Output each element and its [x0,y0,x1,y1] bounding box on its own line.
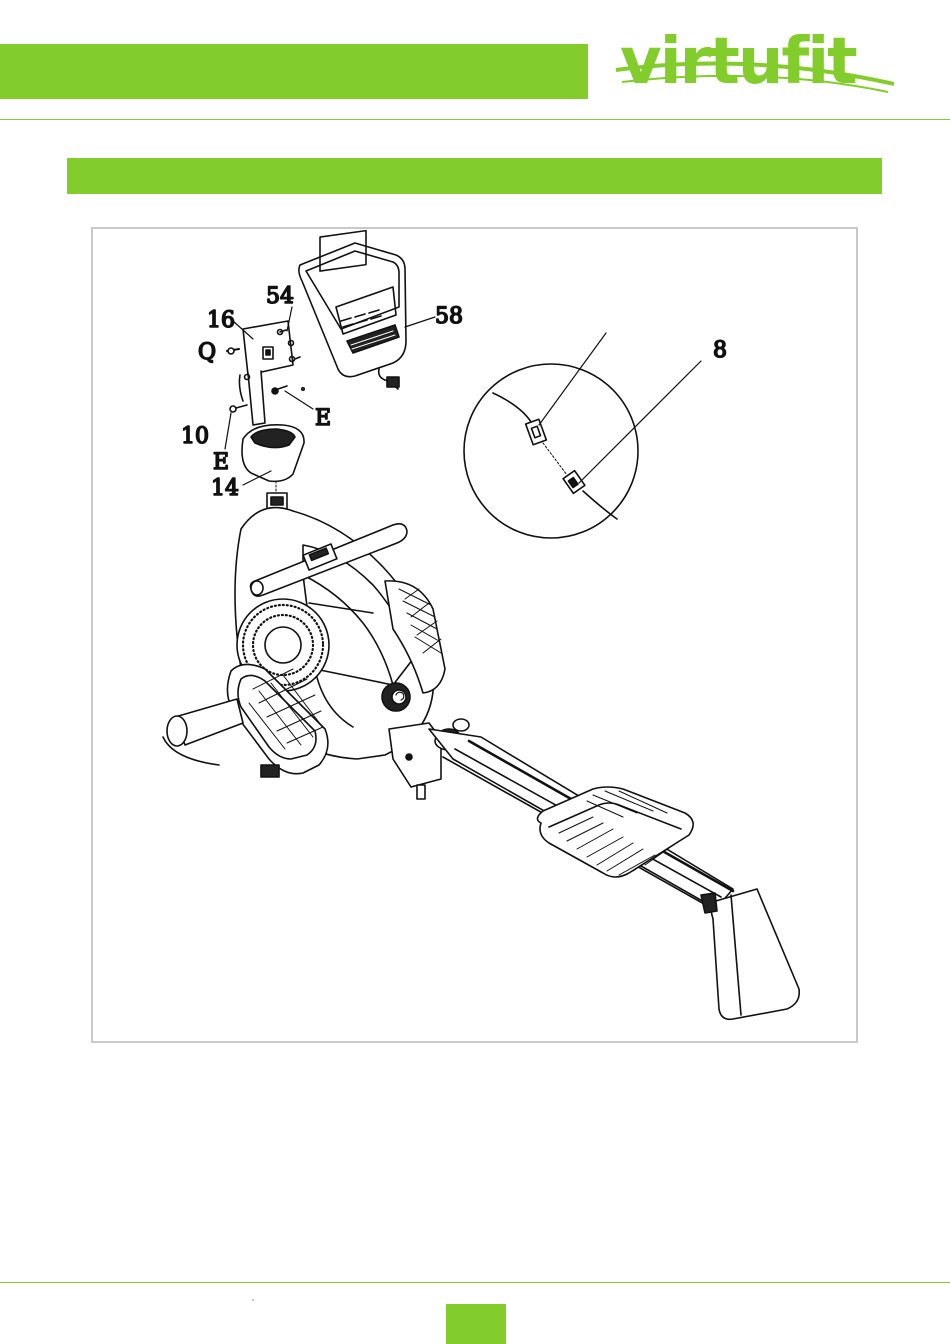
logo-text: virtufit [620,30,856,94]
footer-mark: " [252,1300,254,1306]
footer-rule [0,1282,950,1283]
rowing-machine [163,493,799,1019]
brand-logo: virtufit [612,22,902,112]
page-number-box [446,1304,506,1344]
bracket-plate [227,321,304,425]
label-16: 16 [207,308,235,333]
label-E-lower: E [213,450,229,475]
label-54: 54 [266,284,294,309]
label-E-upper: E [315,406,331,431]
label-Q: Q [198,340,216,365]
header-bar [0,44,588,99]
label-14: 14 [211,476,239,501]
assembly-figure: 54 16 Q 58 8 E 10 E 14 [91,227,858,1043]
header-rule [0,119,950,120]
cable-connector-detail [464,333,701,538]
console-unit [299,231,435,389]
section-title-bar [67,158,882,194]
console-cover [242,425,304,493]
label-58: 58 [435,304,463,329]
assembly-drawing: 54 16 Q 58 8 E 10 E 14 [93,229,856,1041]
label-10: 10 [181,424,209,449]
label-8: 8 [713,338,727,363]
